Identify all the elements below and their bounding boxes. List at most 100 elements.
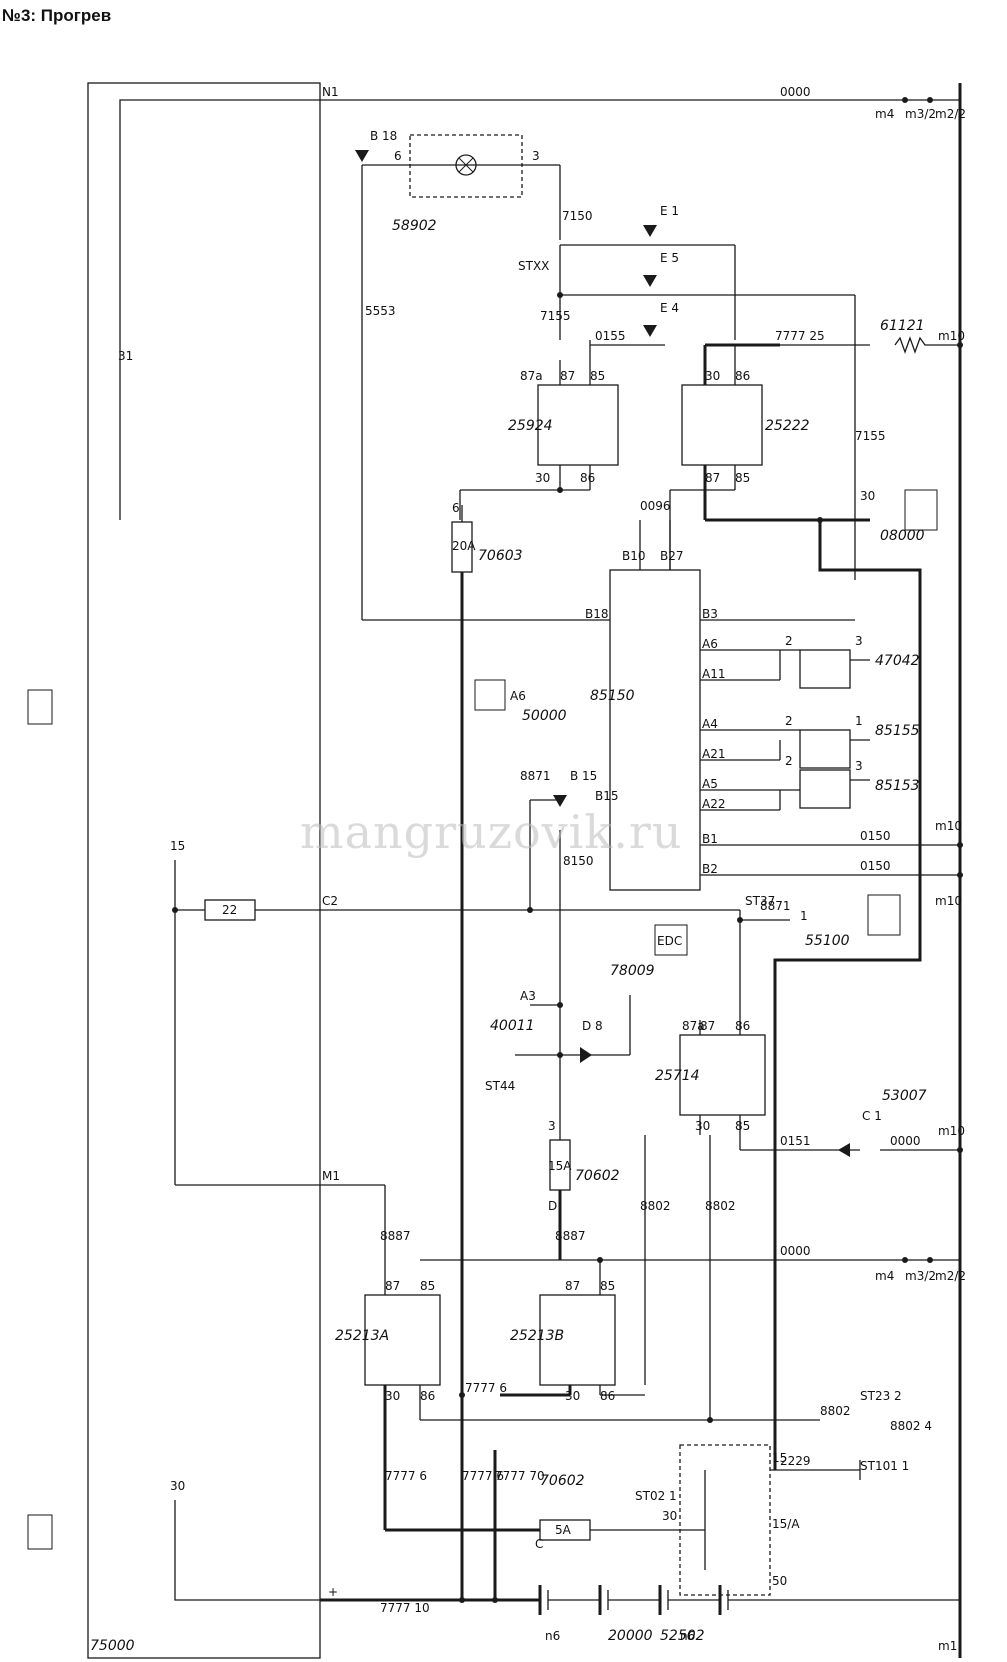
label: M1: [322, 1169, 340, 1183]
label: 8871: [520, 769, 551, 783]
watermark: mangruzovik.ru: [300, 805, 682, 859]
label: 85: [420, 1279, 435, 1293]
label: C2: [322, 894, 338, 908]
label: 70603: [478, 548, 523, 564]
label: 0155: [595, 329, 626, 343]
label: 15A: [548, 1159, 572, 1173]
label: EDC: [657, 934, 682, 948]
label: A5: [702, 777, 718, 791]
label: 8802: [820, 1404, 851, 1418]
lbl-N1: N1: [322, 85, 339, 99]
label: 1: [800, 909, 808, 923]
label: 85153: [875, 778, 920, 794]
thick-30-feed: [773, 520, 922, 1470]
label: STXX: [518, 259, 549, 273]
label: m10: [938, 329, 965, 343]
wire-31: [119, 99, 320, 520]
label: 7777 6: [385, 1469, 427, 1483]
label: 5553: [365, 304, 396, 318]
label: E 4: [660, 301, 679, 315]
label: 7777 6: [462, 1469, 504, 1483]
label: 8887: [380, 1229, 411, 1243]
label: 70602: [575, 1168, 620, 1184]
label: 87: [565, 1279, 580, 1293]
label: ST02 1: [635, 1489, 677, 1503]
label: 0150: [860, 829, 891, 843]
label: 30: [662, 1509, 677, 1523]
label: m10: [938, 1124, 965, 1138]
label: B2: [702, 862, 718, 876]
sensor-85153: [799, 769, 851, 809]
label: m4: [875, 1269, 894, 1283]
label: 7777 70: [495, 1469, 545, 1483]
label: m3/2: [905, 107, 936, 121]
label: 20A: [452, 539, 476, 553]
label: E 5: [660, 251, 679, 265]
label: A22: [702, 797, 725, 811]
label: 5A: [555, 1523, 572, 1537]
pressure-switch-icon: [867, 894, 901, 936]
label: n6: [545, 1629, 560, 1643]
label: 75000: [90, 1638, 135, 1654]
label: 15/A: [772, 1517, 800, 1531]
label: 30: [385, 1389, 400, 1403]
label: 2: [785, 634, 793, 648]
label: 50: [772, 1574, 787, 1588]
label: m10: [935, 819, 962, 833]
thermo-icon: [27, 1514, 53, 1550]
label: 7777 25: [775, 329, 825, 343]
label: 3: [855, 634, 863, 648]
label: 31: [118, 349, 133, 363]
label: 8150: [563, 854, 594, 868]
label: m3/2: [905, 1269, 936, 1283]
label: 87: [705, 471, 720, 485]
label: 52502: [660, 1628, 705, 1644]
label: A6: [510, 689, 526, 703]
label: 0000: [890, 1134, 921, 1148]
label: m2/2: [935, 1269, 966, 1283]
label: 20000: [608, 1628, 653, 1644]
label: A4: [702, 717, 718, 731]
label: 87: [700, 1019, 715, 1033]
label: 3: [855, 759, 863, 773]
label: 53007: [882, 1088, 927, 1104]
label: 87: [560, 369, 575, 383]
label: 8871: [760, 899, 791, 913]
label: 40011: [490, 1018, 535, 1034]
label: 15: [772, 1451, 787, 1465]
lamp-58902-box: [409, 134, 523, 198]
label: +: [328, 1585, 338, 1599]
label: 8802 4: [890, 1419, 932, 1433]
label: 85: [590, 369, 605, 383]
label: B 18: [370, 129, 397, 143]
label: D 8: [582, 1019, 603, 1033]
label: 25714: [655, 1068, 700, 1084]
label: 85155: [875, 723, 920, 739]
label: 6: [394, 149, 402, 163]
label: 85: [600, 1279, 615, 1293]
label: B10: [622, 549, 646, 563]
label: A3: [520, 989, 536, 1003]
label: 86: [735, 1019, 750, 1033]
label: 30: [705, 369, 720, 383]
label: B 15: [570, 769, 597, 783]
label: m10: [935, 894, 962, 908]
label: C 1: [862, 1109, 882, 1123]
thermo-switch-icon: [904, 489, 938, 531]
lamp-icon: [455, 154, 477, 176]
label: 15: [170, 839, 185, 853]
label: 0151: [780, 1134, 811, 1148]
label: 2: [785, 714, 793, 728]
label: B1: [702, 832, 718, 846]
label: C: [535, 1537, 543, 1551]
label: 47042: [875, 653, 920, 669]
label: 0000: [780, 1244, 811, 1258]
label: 86: [580, 471, 595, 485]
relay-25213B: [539, 1294, 616, 1386]
label: ST44: [485, 1079, 515, 1093]
label: n6: [680, 1629, 695, 1643]
label: 87: [385, 1279, 400, 1293]
label: B27: [660, 549, 684, 563]
label: 7777 6: [465, 1381, 507, 1395]
